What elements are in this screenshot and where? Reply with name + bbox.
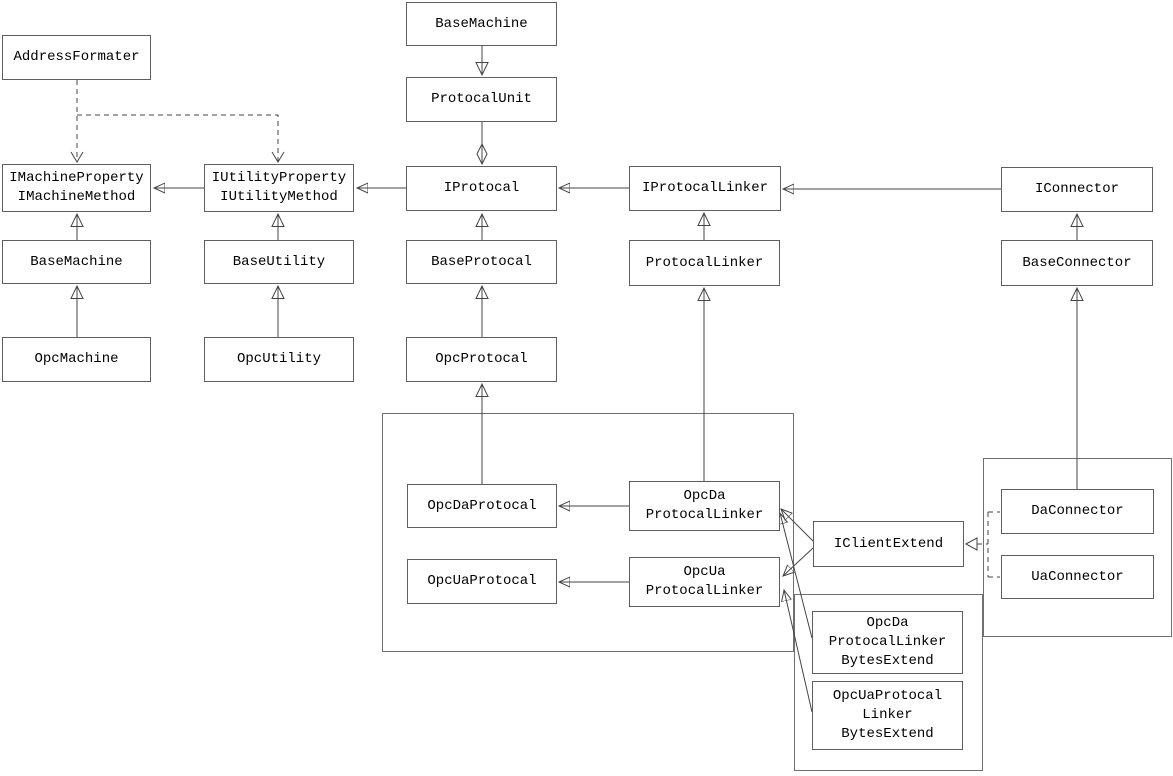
- node-address-formater: AddressFormater: [2, 35, 151, 80]
- node-base-utility: BaseUtility: [204, 240, 354, 284]
- node-label: OpcUaProtocal Linker BytesExtend: [832, 688, 943, 742]
- node-base-machine: BaseMachine: [2, 240, 151, 284]
- node-label: OpcDa ProtocalLinker: [645, 488, 764, 523]
- node-label: IProtocal: [443, 180, 520, 196]
- node-iprotocal-linker: IProtocalLinker: [629, 166, 781, 211]
- node-opc-machine: OpcMachine: [2, 337, 151, 382]
- node-opcua-protocal: OpcUaProtocal: [407, 559, 557, 604]
- node-base-machine-top: BaseMachine: [406, 2, 557, 46]
- node-label: DaConnector: [1031, 503, 1124, 519]
- node-label: IClientExtend: [833, 535, 944, 552]
- protocal-group-box: [382, 413, 794, 652]
- node-opcua-protocal-linker-bytes-extend: OpcUaProtocal Linker BytesExtend: [812, 681, 963, 750]
- node-label: IUtilityProperty IUtilityMethod: [211, 170, 347, 205]
- node-protocal-unit: ProtocalUnit: [406, 77, 557, 122]
- node-iclient-extend: IClientExtend: [813, 521, 964, 567]
- node-label: OpcProtocal: [435, 351, 528, 367]
- node-iconnector: IConnector: [1001, 167, 1153, 212]
- node-label: UaConnector: [1031, 568, 1124, 585]
- node-label: OpcDa ProtocalLinker BytesExtend: [828, 615, 947, 669]
- node-opc-utility: OpcUtility: [204, 337, 354, 382]
- node-label: IProtocalLinker: [641, 180, 769, 196]
- node-label: OpcUa ProtocalLinker: [645, 564, 764, 599]
- node-label: ProtocalLinker: [645, 254, 764, 271]
- node-label: OpcUtility: [236, 351, 321, 367]
- node-opcua-protocal-linker: OpcUa ProtocalLinker: [629, 557, 780, 607]
- node-base-protocal: BaseProtocal: [406, 240, 557, 284]
- node-label: BaseProtocal: [431, 253, 532, 270]
- node-label: AddressFormater: [13, 49, 140, 65]
- node-base-connector: BaseConnector: [1001, 240, 1153, 286]
- node-label: OpcMachine: [34, 351, 119, 367]
- node-iutility-interface: IUtilityProperty IUtilityMethod: [204, 164, 354, 212]
- node-label: IConnector: [1034, 181, 1119, 197]
- node-iprotocal: IProtocal: [406, 166, 557, 211]
- node-label: BaseMachine: [30, 253, 123, 270]
- node-label: BaseMachine: [435, 15, 528, 32]
- node-label: BaseConnector: [1022, 254, 1132, 271]
- node-label: BaseUtility: [232, 253, 326, 270]
- node-label: ProtocalUnit: [431, 91, 532, 107]
- node-label: IMachineProperty IMachineMethod: [9, 170, 144, 205]
- node-da-connector: DaConnector: [1001, 489, 1154, 534]
- node-label: OpcUaProtocal: [427, 573, 537, 589]
- node-ua-connector: UaConnector: [1001, 555, 1154, 599]
- node-opc-protocal: OpcProtocal: [406, 337, 557, 382]
- node-imachine-interface: IMachineProperty IMachineMethod: [2, 164, 151, 212]
- bytes-extend-group-box: [794, 594, 983, 771]
- node-opcda-protocal-linker-bytes-extend: OpcDa ProtocalLinker BytesExtend: [812, 611, 963, 674]
- node-label: OpcDaProtocal: [427, 497, 537, 514]
- node-opcda-protocal-linker: OpcDa ProtocalLinker: [629, 481, 780, 531]
- node-opcda-protocal: OpcDaProtocal: [407, 484, 557, 528]
- node-protocal-linker: ProtocalLinker: [629, 240, 780, 286]
